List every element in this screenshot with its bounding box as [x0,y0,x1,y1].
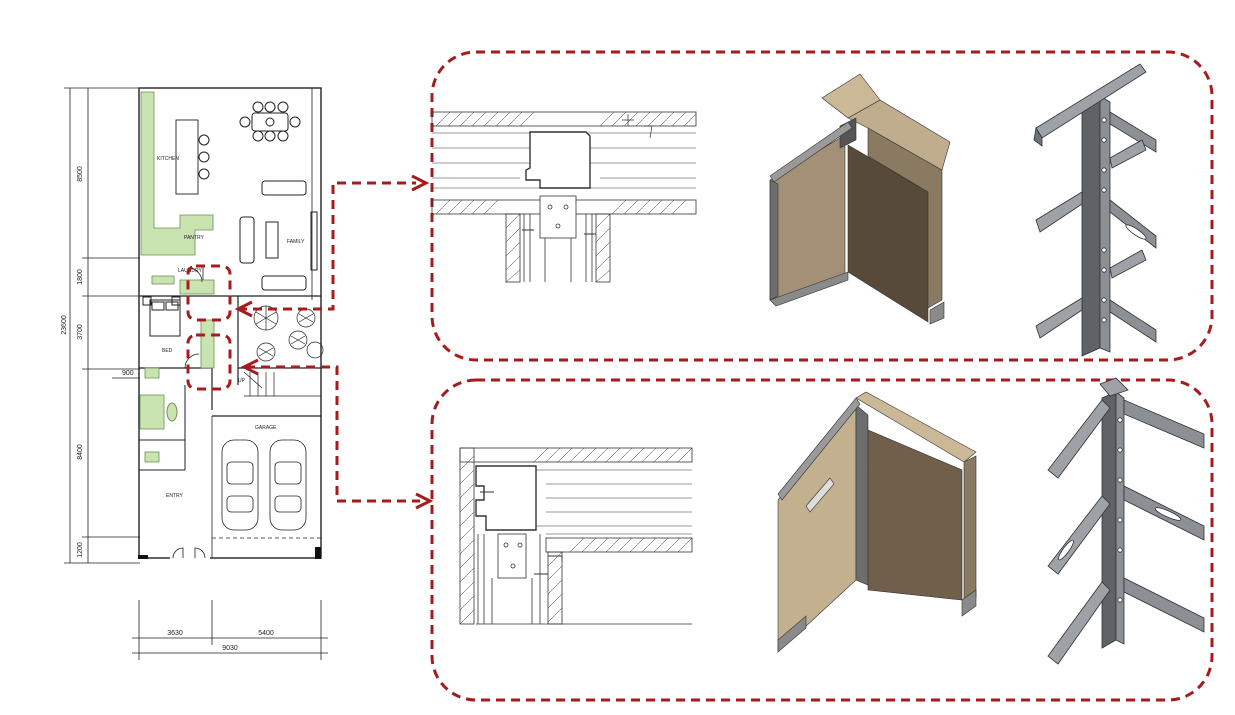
dim-9030: 9030 [222,645,238,652]
room-up: UP [238,378,246,384]
dim-1800: 1800 [77,269,84,285]
lower-steel-frame-3d [1047,377,1205,665]
plan-labels: 8500 1800 3700 8400 1200 23600 900 3630 … [61,156,305,652]
arrowhead-upper-detail [411,174,430,192]
upper-panel-assembly-3d [769,73,951,325]
dim-3630: 3630 [167,630,183,637]
lower-section-plan [459,447,693,625]
upper-section-plan [431,111,697,283]
room-family: FAMILY [287,239,305,245]
arrowhead-plan-upper [234,300,253,318]
dim-8500: 8500 [77,166,84,182]
arrowhead-plan-lower [240,358,259,376]
leader-line-upper [238,181,416,311]
room-garage: GARAGE [255,425,277,431]
floor-plan [64,87,328,660]
room-pantry: PANTRY [184,235,204,241]
dim-5400: 5400 [258,630,274,637]
dim-3700: 3700 [77,324,84,340]
lower-panel-assembly-3d [777,391,977,653]
room-laundry: LAUNDRY [178,268,202,274]
dim-900: 900 [122,370,134,377]
detail-frame-lower [430,378,1214,702]
callout-markers [186,50,1214,702]
leader-line-lower [246,365,420,503]
callout-arrowheads [234,174,434,510]
upper-steel-frame-3d [1033,63,1157,357]
dim-8400: 8400 [77,444,84,460]
room-entry: ENTRY [166,493,184,499]
arrowhead-lower-detail [415,492,434,510]
dim-1200: 1200 [77,542,84,558]
room-kitchen: KITCHEN [157,156,179,162]
room-bed: BED [162,348,173,354]
dim-23600: 23600 [61,315,68,335]
